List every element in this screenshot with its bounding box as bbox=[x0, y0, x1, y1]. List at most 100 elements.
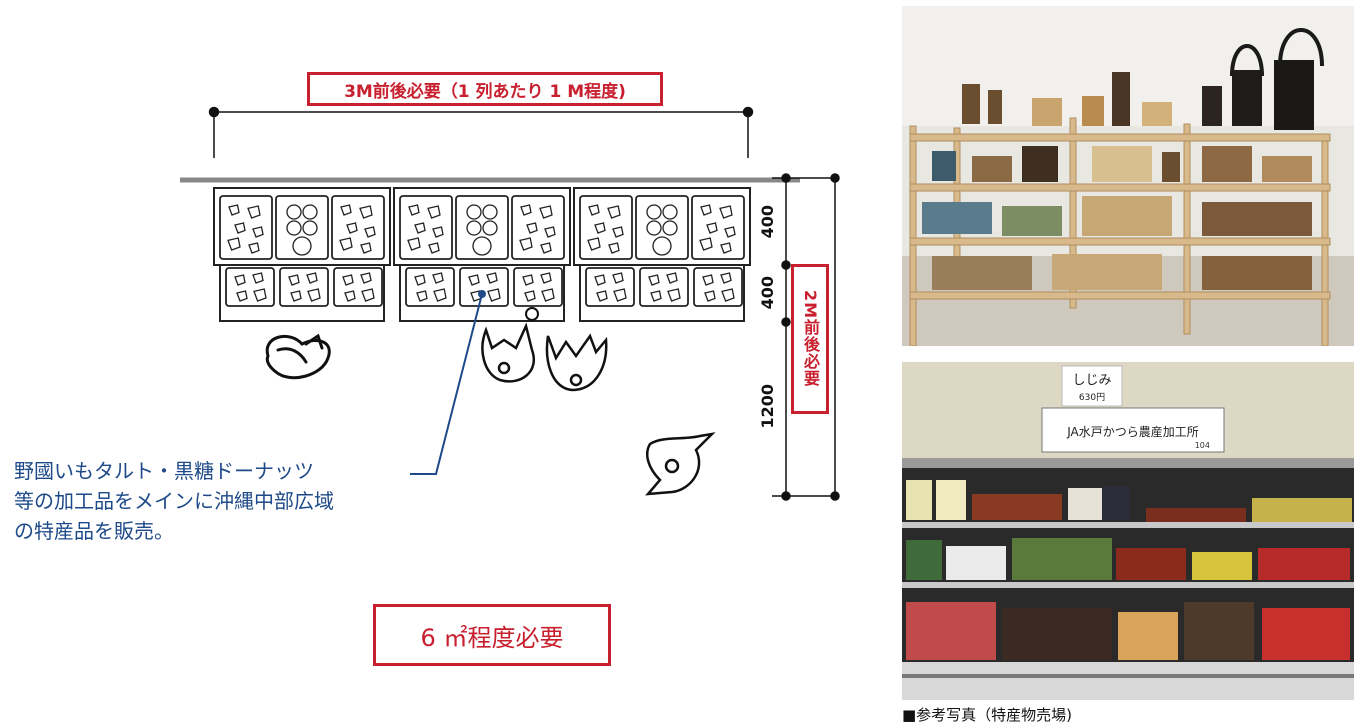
product-box bbox=[579, 195, 633, 260]
product-item bbox=[466, 204, 482, 220]
product-item bbox=[302, 220, 318, 236]
product-item bbox=[339, 237, 353, 251]
product-item bbox=[416, 290, 428, 302]
store-sign-text: JA水戸かつら農産加工所 bbox=[1066, 424, 1199, 439]
product-item bbox=[432, 272, 444, 284]
product-item bbox=[236, 290, 248, 302]
product-item bbox=[526, 222, 538, 234]
product-item bbox=[522, 274, 534, 286]
product-item bbox=[588, 204, 600, 216]
product-box bbox=[399, 195, 453, 260]
product-item bbox=[228, 204, 240, 216]
product-item bbox=[344, 290, 356, 302]
product-item bbox=[607, 205, 621, 219]
product-item bbox=[662, 220, 678, 236]
product-description: 野國いもタルト・黒糖ドーナッツ 等の加工品をメインに沖縄中部広域 の特産品を販売… bbox=[14, 456, 454, 546]
dimension-400-lower: 400 bbox=[758, 276, 777, 310]
width-dimension-line bbox=[208, 106, 754, 158]
product-item bbox=[520, 204, 532, 216]
staff-sketch-1 bbox=[481, 307, 539, 383]
product-item bbox=[286, 204, 302, 220]
product-item bbox=[539, 205, 553, 219]
product-item bbox=[288, 274, 300, 286]
reference-photo-refrigerator: JA水戸かつら農産加工所 104 しじみ 630円 bbox=[902, 362, 1354, 700]
product-box bbox=[405, 267, 455, 307]
product-box bbox=[225, 267, 275, 307]
product-item bbox=[227, 237, 241, 251]
reference-photo-crafts bbox=[902, 6, 1354, 346]
product-item bbox=[544, 226, 556, 238]
product-item bbox=[700, 204, 712, 216]
product-item bbox=[721, 288, 735, 302]
product-item bbox=[524, 290, 536, 302]
price-tag-text: しじみ bbox=[1072, 373, 1111, 388]
product-item bbox=[666, 272, 678, 284]
product-item bbox=[252, 272, 264, 284]
product-item bbox=[724, 226, 736, 238]
product-item bbox=[290, 290, 302, 302]
product-item bbox=[594, 222, 606, 234]
customer-sketch-1 bbox=[265, 333, 331, 380]
product-item bbox=[540, 272, 552, 284]
product-item bbox=[428, 242, 440, 254]
product-item bbox=[346, 222, 358, 234]
product-box bbox=[455, 195, 509, 260]
customer-sketch-2 bbox=[645, 432, 716, 496]
depth-requirement-text: 2M前後必要 bbox=[801, 290, 820, 388]
area-requirement-label: 6 ㎡程度必要 bbox=[373, 604, 611, 666]
product-item bbox=[699, 237, 713, 251]
product-item bbox=[594, 274, 606, 286]
product-item bbox=[720, 272, 732, 284]
product-item bbox=[472, 236, 492, 256]
product-item bbox=[414, 222, 426, 234]
product-items bbox=[227, 204, 736, 302]
product-item bbox=[704, 290, 716, 302]
product-item bbox=[486, 272, 498, 284]
product-box bbox=[279, 267, 329, 307]
product-item bbox=[662, 204, 678, 220]
depth-requirement-label: 2M前後必要 bbox=[791, 264, 829, 414]
product-box bbox=[585, 267, 635, 307]
leader-line bbox=[410, 290, 486, 475]
product-item bbox=[541, 288, 555, 302]
product-item bbox=[487, 288, 501, 302]
photo-caption: ■参考写真（特産物売場) bbox=[902, 706, 1073, 724]
floor-plan-diagram bbox=[180, 106, 840, 501]
description-line-1: 野國いもタルト・黒糖ドーナッツ bbox=[14, 459, 314, 483]
product-box bbox=[691, 195, 745, 260]
product-item bbox=[702, 274, 714, 286]
product-item bbox=[342, 274, 354, 286]
product-item bbox=[247, 205, 261, 219]
product-box bbox=[693, 267, 743, 307]
product-item bbox=[466, 220, 482, 236]
product-box bbox=[459, 267, 509, 307]
product-item bbox=[719, 205, 733, 219]
product-box bbox=[635, 195, 689, 260]
product-item bbox=[482, 220, 498, 236]
product-boxes bbox=[219, 195, 745, 307]
product-item bbox=[361, 288, 375, 302]
product-item bbox=[307, 288, 321, 302]
product-item bbox=[720, 242, 732, 254]
product-item bbox=[613, 288, 627, 302]
product-item bbox=[482, 204, 498, 220]
product-item bbox=[650, 290, 662, 302]
product-item bbox=[248, 242, 260, 254]
product-item bbox=[612, 272, 624, 284]
product-box bbox=[639, 267, 689, 307]
product-item bbox=[468, 274, 480, 286]
product-item bbox=[432, 226, 444, 238]
staff-sketch-2 bbox=[545, 333, 608, 392]
product-item bbox=[292, 236, 312, 256]
description-line-2: 等の加工品をメインに沖縄中部広域 bbox=[14, 489, 334, 513]
product-box bbox=[511, 195, 565, 260]
product-item bbox=[359, 205, 373, 219]
product-item bbox=[652, 236, 672, 256]
width-requirement-label: 3M前後必要（1 列あたり 1 M程度) bbox=[307, 72, 663, 106]
depth-dimension-lines bbox=[772, 173, 840, 501]
product-item bbox=[427, 205, 441, 219]
product-item bbox=[234, 274, 246, 286]
product-item bbox=[253, 288, 267, 302]
product-item bbox=[364, 226, 376, 238]
product-item bbox=[667, 288, 681, 302]
